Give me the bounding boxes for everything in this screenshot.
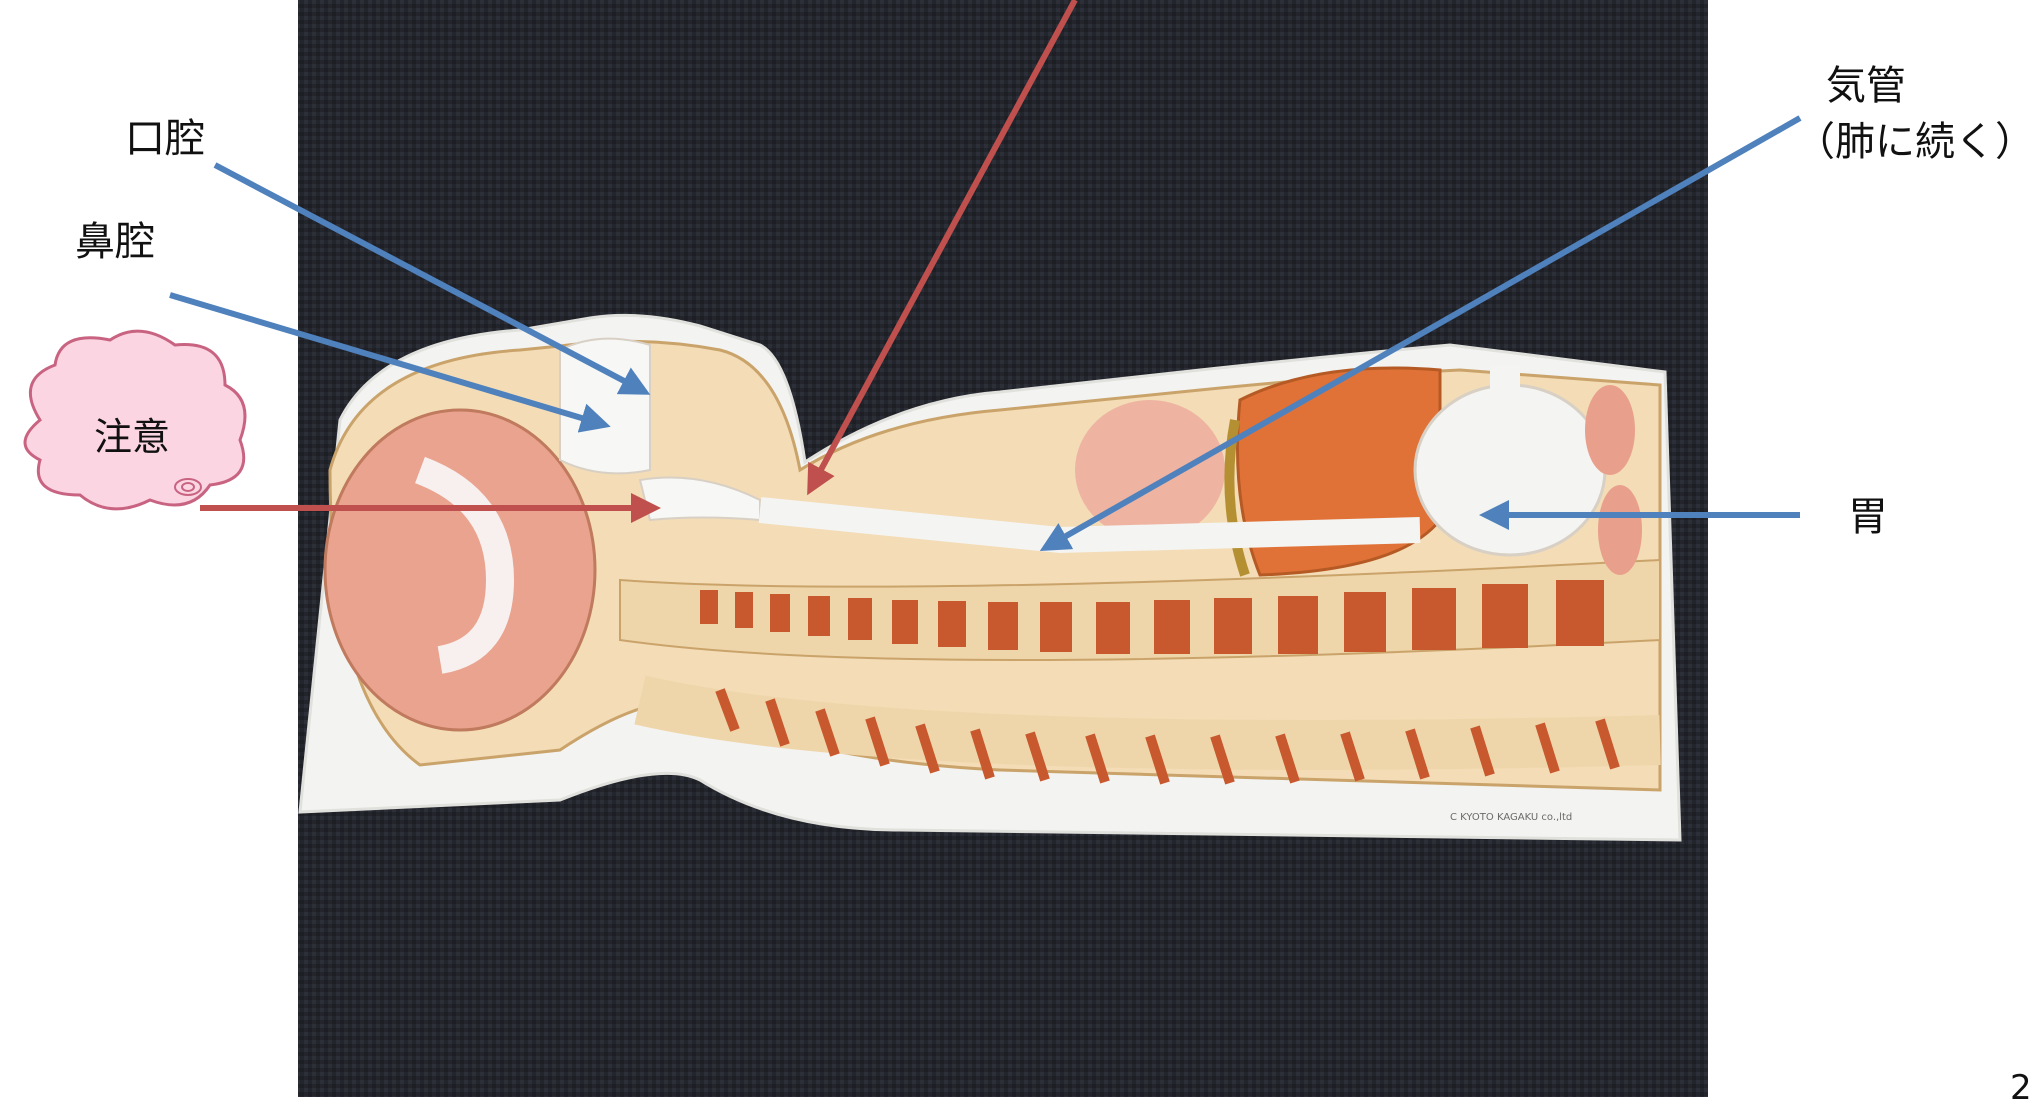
page-number: 2 — [2010, 1068, 2032, 1109]
label-trachea: 気管 — [1826, 62, 1906, 110]
label-caution: 注意 — [72, 406, 192, 461]
label-nasal-cavity: 鼻腔 — [75, 218, 155, 266]
label-trachea-note: （肺に続く） — [1795, 118, 2035, 166]
label-oral-cavity: 口腔 — [125, 115, 205, 163]
label-stomach: 胃 — [1848, 493, 1888, 541]
model-copyright: C KYOTO KAGAKU co.,ltd — [1450, 812, 1572, 823]
anatomy-model-photo: C KYOTO KAGAKU co.,ltd — [298, 0, 1708, 1097]
